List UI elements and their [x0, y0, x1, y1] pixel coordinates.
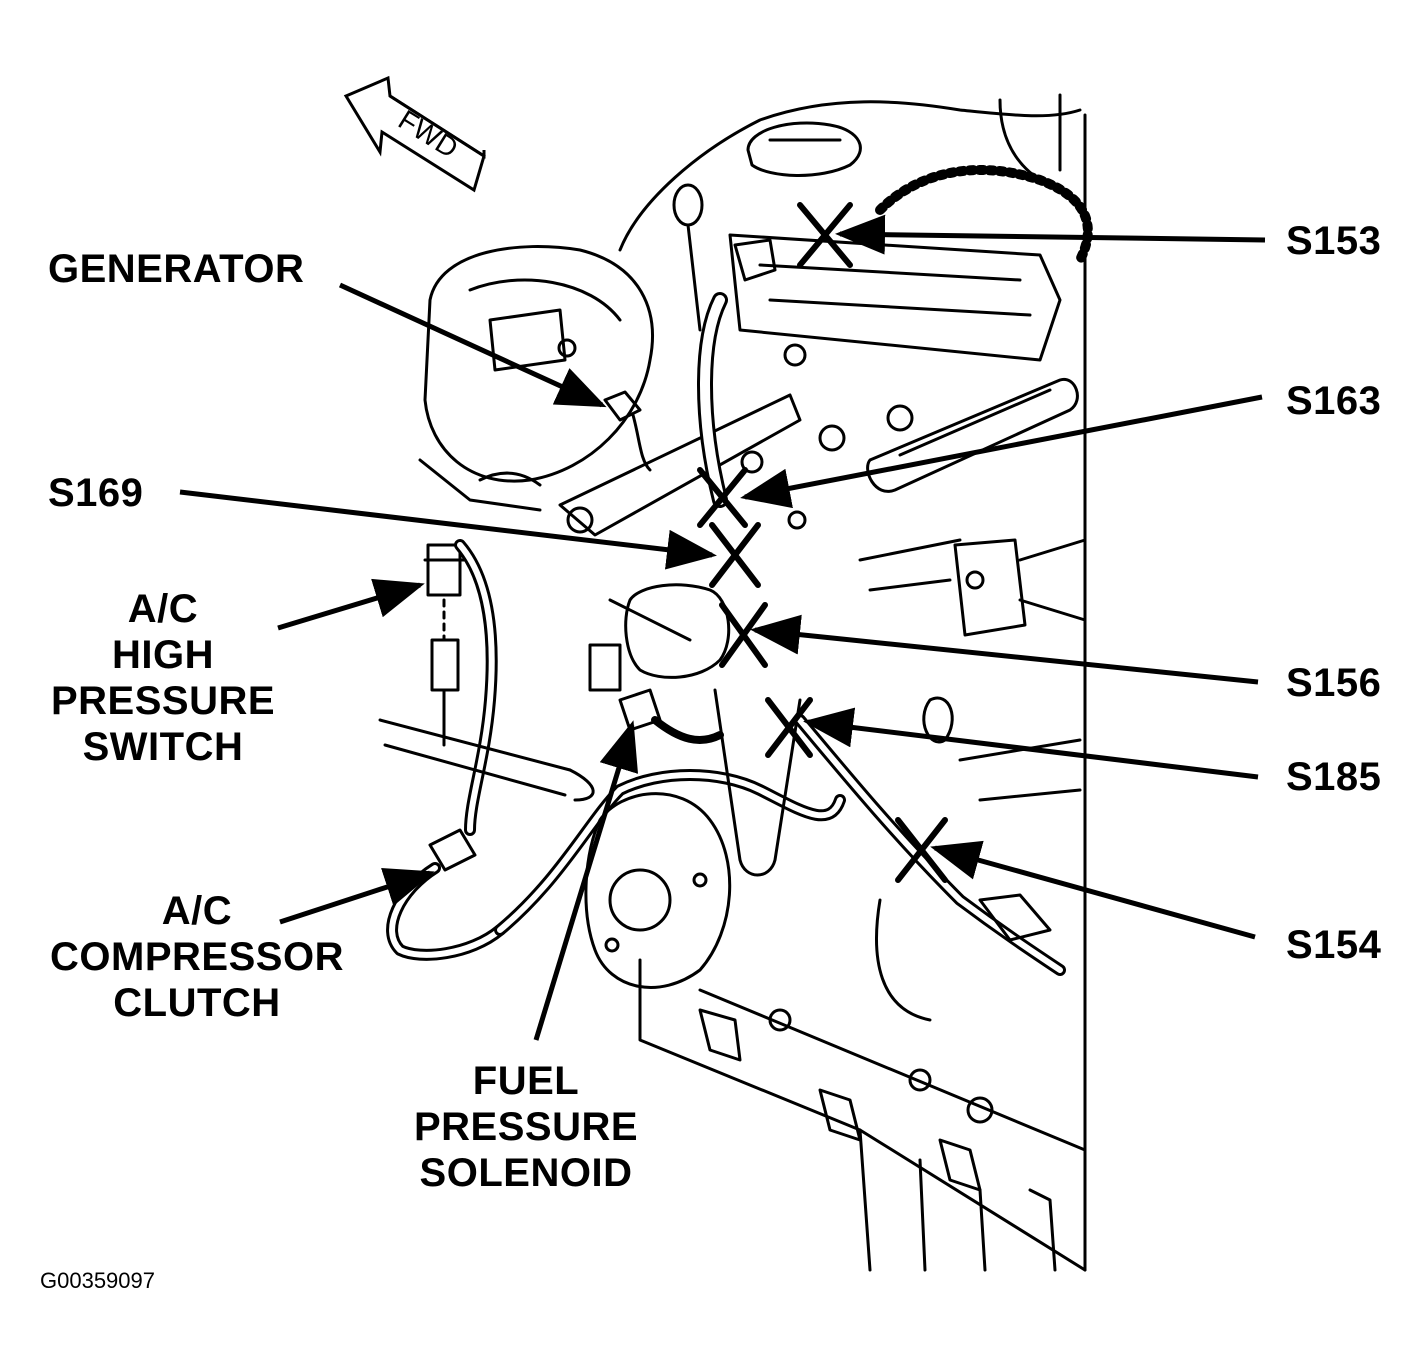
label-s185: S185 [1286, 755, 1382, 799]
leader-lines [179, 214, 1266, 1041]
label-line: SOLENOID [419, 1151, 633, 1195]
label-line: SWITCH [82, 725, 244, 769]
label-line: A/C [127, 587, 199, 631]
label-line: CLUTCH [113, 981, 281, 1025]
leader-s153 [835, 214, 1266, 255]
figure-id: G00359097 [40, 1268, 155, 1293]
leader-ac-clutch [279, 867, 435, 925]
label-line: PRESSURE [50, 679, 276, 723]
label-line: A/C [161, 889, 233, 933]
label-line: PRESSURE [413, 1105, 639, 1149]
leader-generator [338, 282, 607, 408]
label-line: FUEL [472, 1059, 580, 1103]
leader-s169 [179, 489, 717, 570]
label-line: COMPRESSOR [50, 935, 344, 979]
label-line: HIGH [112, 633, 214, 677]
label-generator: GENERATOR [48, 247, 305, 291]
splice-x-s169 [709, 522, 761, 588]
forward-arrow-icon [343, 75, 486, 193]
label-s169: S169 [48, 471, 144, 515]
leader-s163 [740, 394, 1263, 509]
splice-x-s185 [765, 697, 813, 758]
leader-fuel [533, 720, 639, 1041]
engine-illustration [378, 93, 1093, 1272]
label-s153: S153 [1286, 219, 1382, 263]
leader-s154 [930, 840, 1256, 940]
label-s154: S154 [1286, 923, 1382, 967]
leader-s156 [750, 614, 1259, 685]
label-fuel-pressure-solenoid: FUEL PRESSURE SOLENOID [410, 1058, 642, 1196]
label-ac-high-pressure-switch: A/C HIGH PRESSURE SWITCH [48, 586, 278, 770]
leader-s185 [803, 707, 1259, 780]
splice-x-s163 [697, 467, 748, 528]
label-s163: S163 [1286, 379, 1382, 423]
leader-ac-high [277, 578, 425, 631]
label-s156: S156 [1286, 661, 1382, 705]
label-ac-compressor-clutch: A/C COMPRESSOR CLUTCH [48, 888, 346, 1026]
